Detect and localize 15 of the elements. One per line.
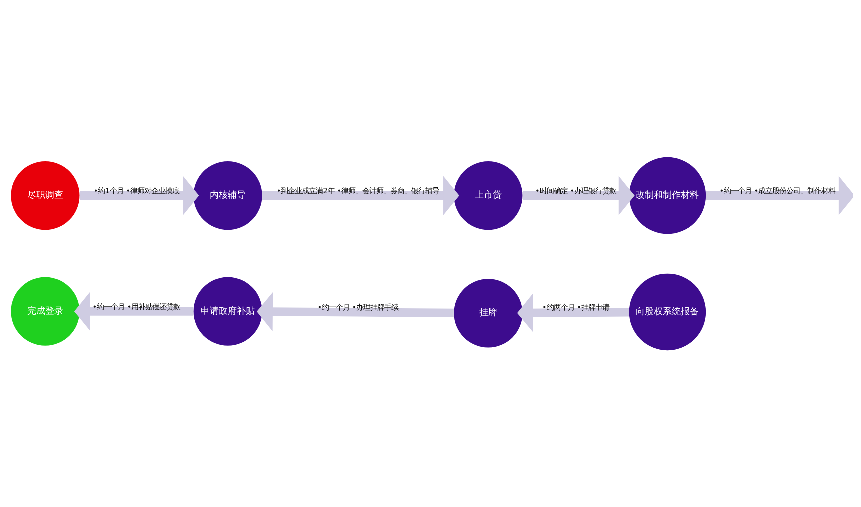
arrow	[80, 176, 200, 215]
node-circle: 完成登录	[11, 276, 80, 346]
arrow	[522, 176, 635, 215]
node-circle: 挂牌	[454, 278, 523, 348]
node-circle: 内核辅导	[194, 160, 262, 230]
arrow	[74, 292, 194, 331]
node-circle: 向股权系统报备	[629, 273, 706, 350]
node-circle: 尽职调查	[11, 160, 80, 230]
node-circle: 改制和制作材料	[629, 156, 706, 234]
arrow	[517, 293, 630, 332]
arrow	[262, 176, 460, 215]
arrow	[706, 176, 853, 215]
arrow	[257, 292, 454, 331]
node-circle: 申请政府补贴	[194, 276, 262, 346]
node-circle: 上市贷	[454, 160, 523, 230]
